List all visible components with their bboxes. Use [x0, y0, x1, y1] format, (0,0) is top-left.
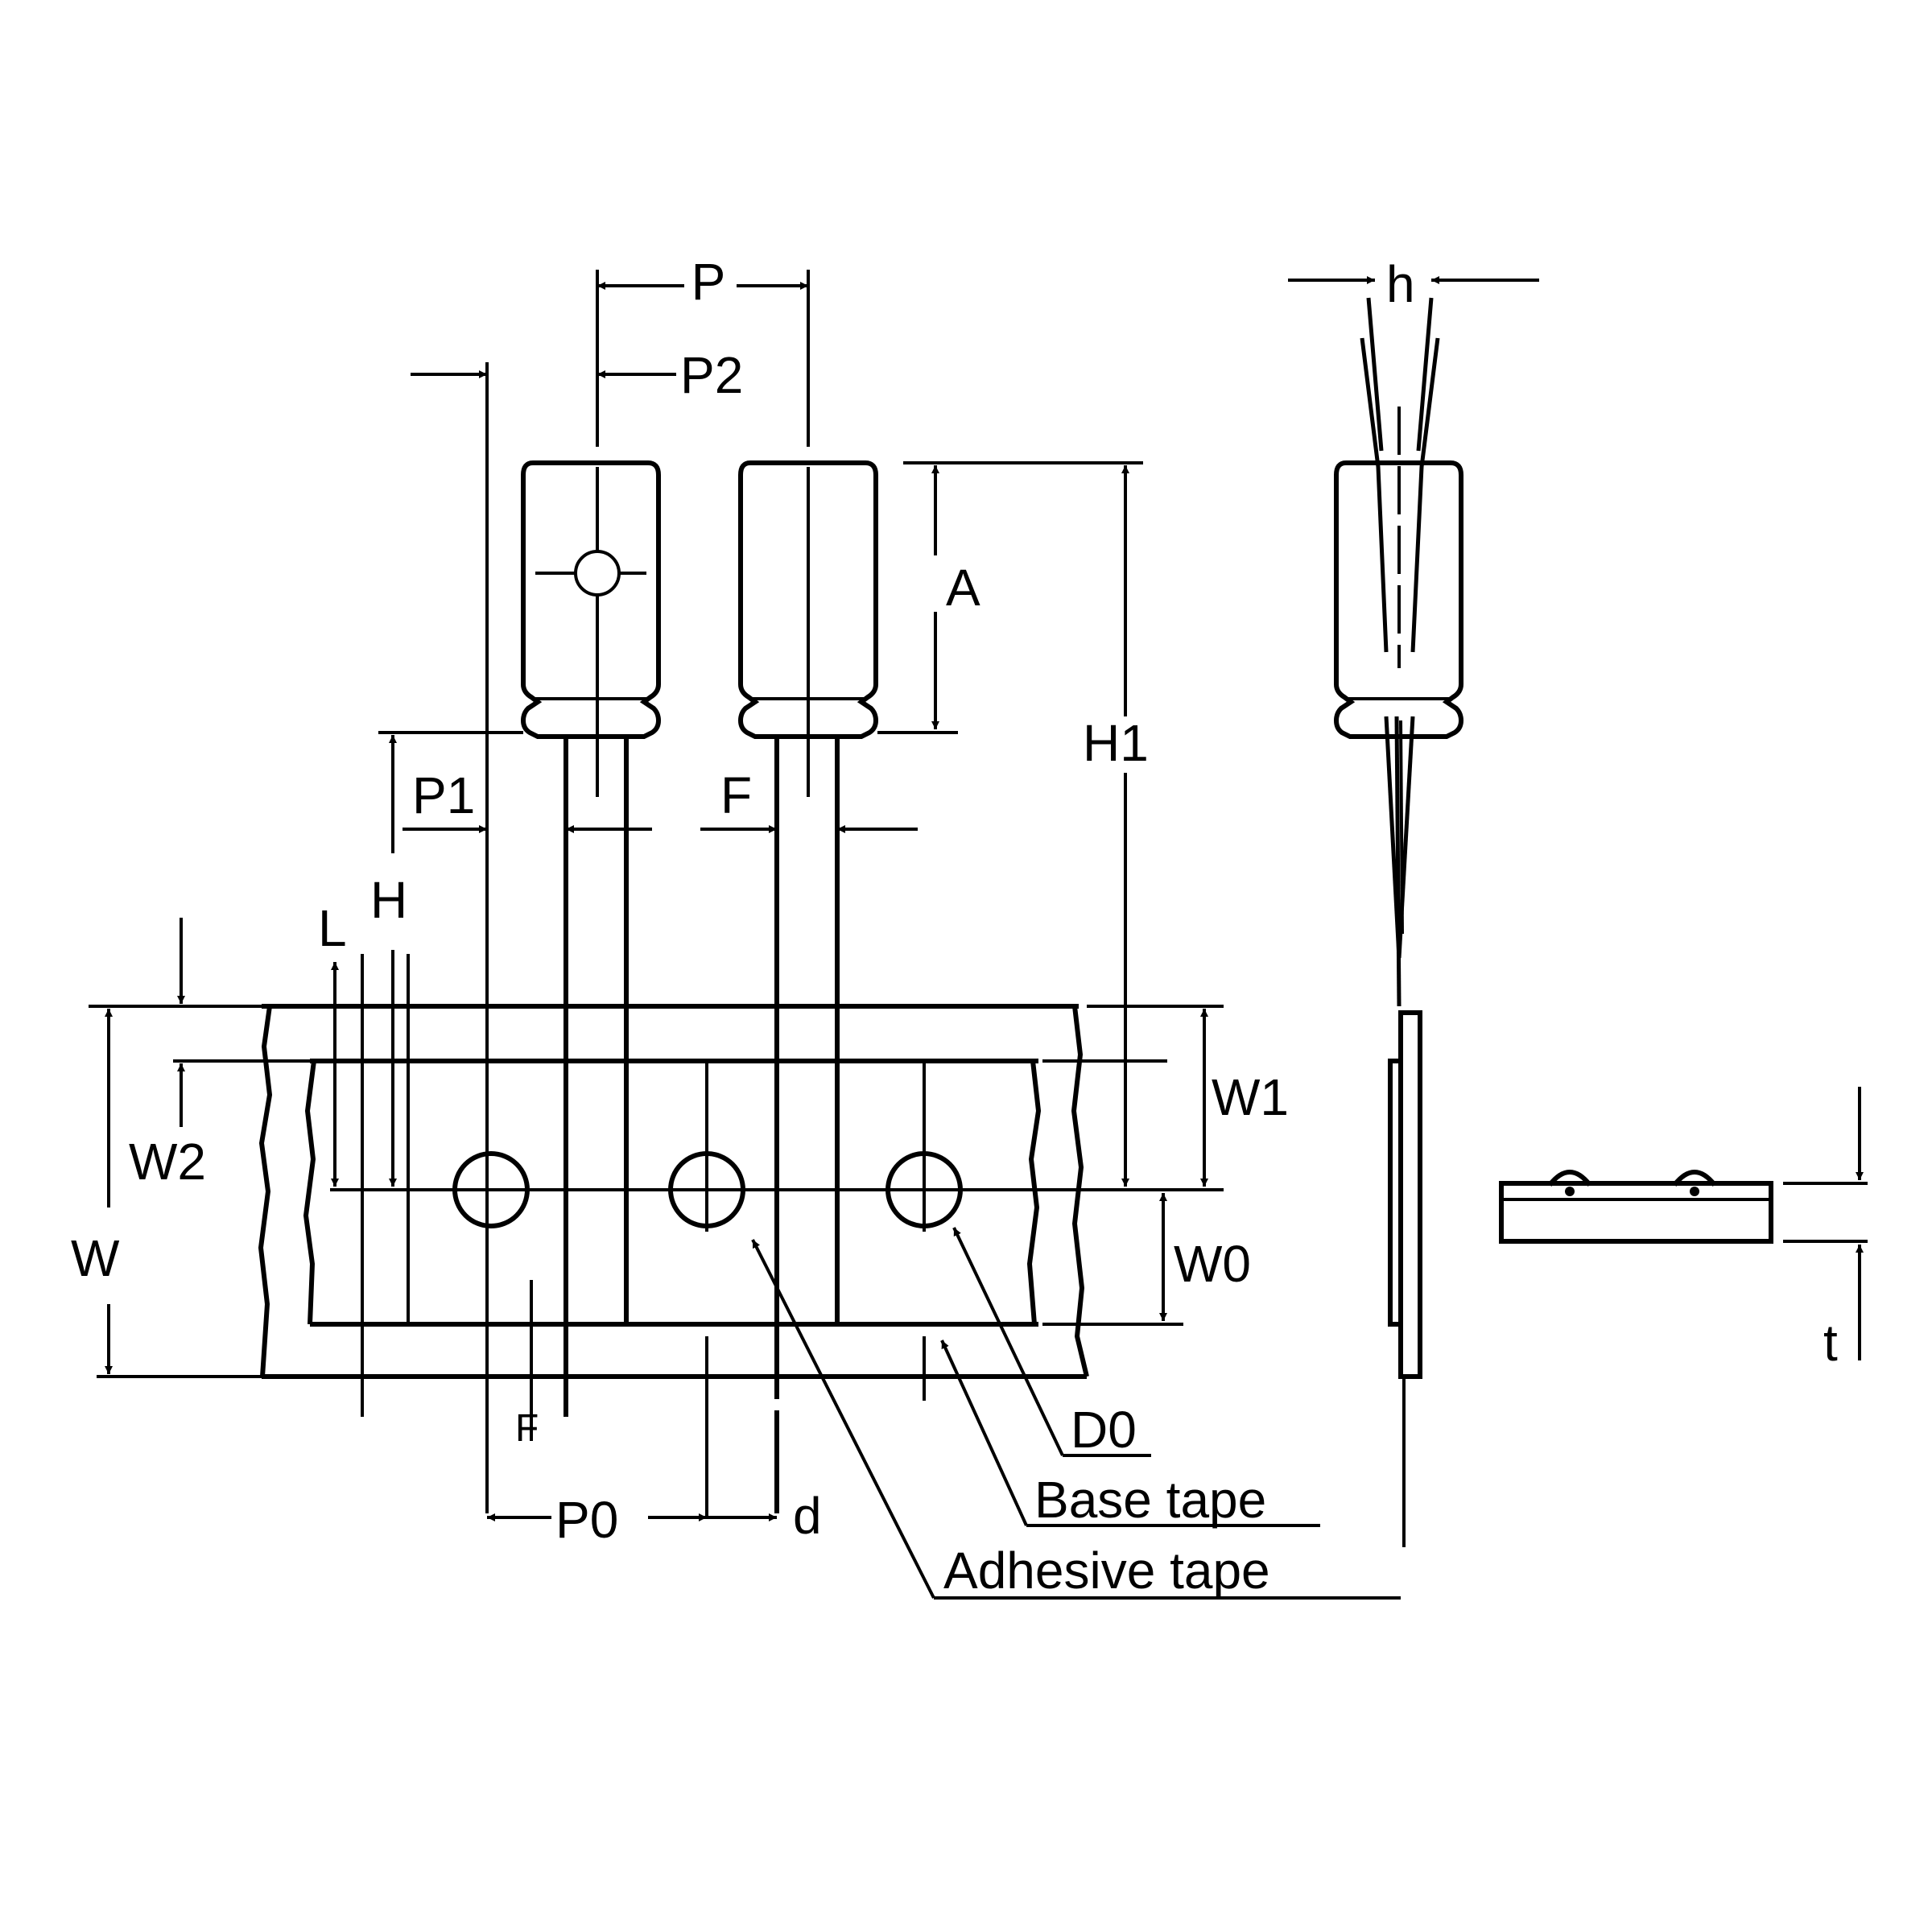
dim-d: d — [707, 1487, 822, 1545]
callout-adhesive-tape: Adhesive tape — [751, 1239, 1401, 1600]
dim-P0: P0 F — [487, 1407, 707, 1549]
carrier-tape — [258, 1004, 1089, 1517]
label-P1: P1 — [412, 766, 475, 824]
label-D0: D0 — [1071, 1401, 1137, 1459]
capacitor-body-1 — [520, 460, 662, 797]
sprocket-hole-1 — [452, 1151, 530, 1228]
side-view: h — [1288, 255, 1539, 1547]
label-base-tape: Base tape — [1034, 1471, 1266, 1529]
dim-L: L — [318, 899, 410, 1417]
callout-base-tape: Base tape — [940, 1340, 1320, 1529]
label-W: W — [71, 1229, 120, 1287]
dim-F-top: F — [700, 766, 918, 833]
label-h: h — [1386, 255, 1415, 313]
tape-thickness-view: t — [1499, 1087, 1868, 1372]
dim-P: P — [596, 253, 810, 447]
dim-W: W — [71, 1005, 262, 1378]
dim-H1: H1 — [1083, 465, 1149, 1187]
label-P: P — [691, 253, 726, 311]
dim-P2: P2 — [411, 346, 743, 1513]
dim-H: H — [370, 735, 407, 1187]
label-d: d — [793, 1487, 822, 1545]
dim-A: A — [877, 461, 1143, 734]
label-L: L — [318, 899, 347, 957]
label-W0: W0 — [1174, 1235, 1251, 1293]
dim-W1: W1 — [1042, 1005, 1289, 1191]
dim-P1: P1 — [378, 731, 652, 833]
label-W1: W1 — [1212, 1068, 1289, 1126]
label-t: t — [1823, 1314, 1838, 1372]
label-F-bottom: F — [515, 1407, 539, 1450]
label-H1: H1 — [1083, 714, 1149, 772]
label-P0: P0 — [555, 1491, 618, 1549]
label-W2: W2 — [129, 1133, 206, 1191]
label-P2: P2 — [680, 346, 743, 404]
callout-D0: D0 — [952, 1227, 1151, 1459]
dim-W0: W0 — [1042, 1193, 1251, 1326]
capacitor-leads — [530, 737, 840, 1513]
capacitor-body-2 — [737, 460, 879, 797]
label-F-top: F — [720, 766, 752, 824]
label-adhesive-tape: Adhesive tape — [943, 1542, 1270, 1600]
dim-W2: W2 — [129, 918, 310, 1191]
label-H: H — [370, 871, 407, 929]
label-A: A — [946, 559, 980, 617]
